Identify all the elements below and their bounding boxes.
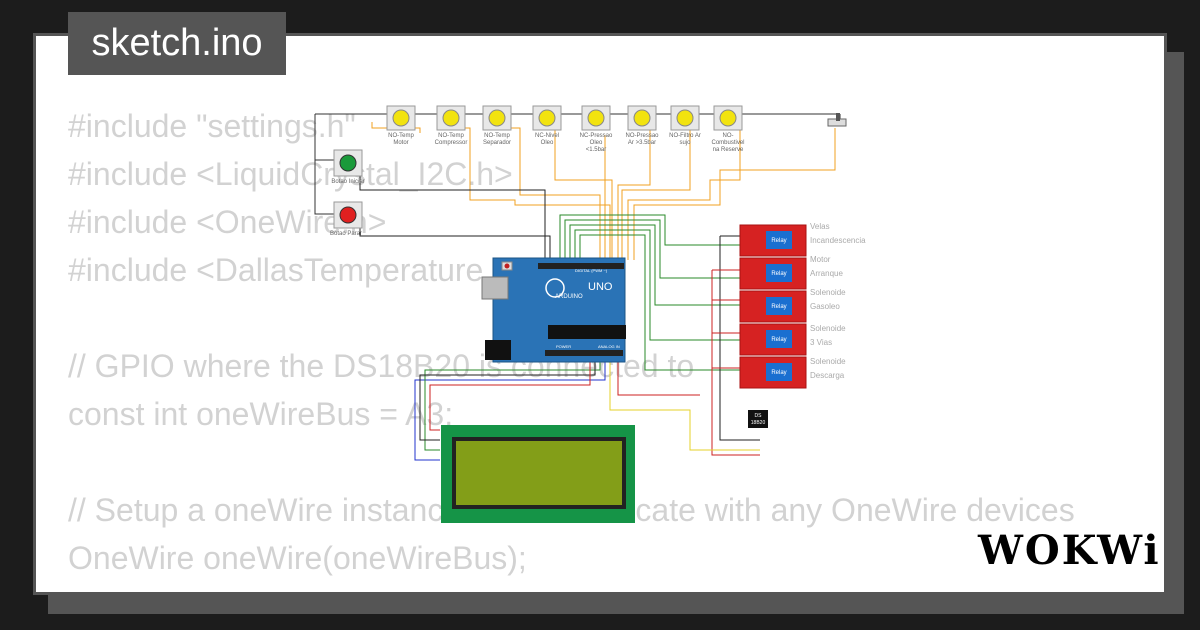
stop-button[interactable]: Botao Parar [330,201,363,237]
button-label: <1.5bar [586,147,607,153]
relay-velas[interactable]: Relay Velas Incandescencia [739,222,866,257]
relay-label: Incandescencia [810,236,866,245]
relay-label: Arranque [810,269,843,278]
button-no-pressao-ar[interactable]: NO-Pressao Ar >3.5bar [625,105,659,146]
arduino-uno-board[interactable]: DIGITAL (PWM ~) UNO ARDUINO POWER ANALOG… [481,257,626,363]
button-label: sujo [679,140,691,146]
arduino-brand-label: ARDUINO [555,294,583,300]
arduino-model-label: UNO [588,281,613,293]
button-label: Compressor [435,140,468,146]
relay-solenoide-descarga[interactable]: Relay Solenoide Descarga [739,356,846,389]
button-no-temp-separador[interactable]: NO-Temp Separador [482,105,512,146]
digital-pins-label: DIGITAL (PWM ~) [575,268,608,273]
code-line: OneWire oneWire(oneWireBus); [68,540,527,576]
sensor-label: 18B20 [751,420,766,426]
button-label: NO-Temp [438,133,464,139]
button-label: Separador [483,140,511,146]
start-button[interactable]: Botao Iniciar [331,149,365,185]
button-label: NO- [723,133,734,139]
ds18b20-sensor[interactable]: DS 18B20 [748,410,768,428]
analog-pins-label: ANALOG IN [598,344,620,349]
relay-label: Solenoide [810,357,846,366]
relay-solenoide-3-vias[interactable]: Relay Solenoide 3 Vias [739,323,846,356]
button-label: Ar >3.5bar [628,140,656,146]
relay-label: Gasoleo [810,302,840,311]
button-no-temp-motor[interactable]: NO-Temp Motor [386,105,416,146]
relay-label: 3 Vias [810,338,832,347]
code-line: const int oneWireBus = A3; [68,396,454,432]
relay-modules: Relay Velas Incandescencia Relay Motor A… [739,222,866,389]
relay-chip-label: Relay [771,370,786,376]
start-button-label: Botao Iniciar [331,179,364,185]
button-label: NO-Temp [388,133,414,139]
button-label: Oleo [590,140,603,146]
button-label: NO-Filtro Ar [669,133,701,139]
sensor-label: DS [755,413,763,419]
input-buttons: NO-Temp Motor NO-Temp Compressor NO-Temp… [386,105,745,153]
relay-motor-arranque[interactable]: Relay Motor Arranque [739,255,843,290]
button-label: NC-Nivel [535,133,559,139]
button-no-filtro-ar[interactable]: NO-Filtro Ar sujo [669,105,701,146]
button-label: NO-Temp [484,133,510,139]
relay-label: Descarga [810,371,845,380]
relay-label: Motor [810,255,831,264]
button-nc-pressao-oleo[interactable]: NC-Pressao Oleo <1.5bar [580,105,613,153]
button-label: NO-Pressao [625,133,659,139]
button-no-combustivel[interactable]: NO- Combustivel na Reserve [711,105,745,153]
relay-label: Solenoide [810,324,846,333]
button-label: na Reserve [713,147,744,153]
power-pins-label: POWER [556,344,571,349]
relay-chip-label: Relay [771,337,786,343]
lcd-display[interactable] [441,425,635,523]
button-label: Combustivel [711,140,744,146]
relay-label: Velas [810,222,830,231]
button-nc-nivel-oleo[interactable]: NC-Nivel Oleo [532,105,562,146]
relay-chip-label: Relay [771,271,786,277]
relay-chip-label: Relay [771,304,786,310]
relay-chip-label: Relay [771,238,786,244]
relay-label: Solenoide [810,288,846,297]
button-label: NC-Pressao [580,133,613,139]
button-no-temp-compressor[interactable]: NO-Temp Compressor [435,105,468,146]
code-line: #include <DallasTemperature.h> [68,252,529,288]
wokwi-logo: WOKWi [978,527,1161,574]
file-title: sketch.ino [68,12,286,75]
button-label: Oleo [541,140,554,146]
stop-button-label: Botao Parar [330,231,362,237]
relay-solenoide-gasoleo[interactable]: Relay Solenoide Gasoleo [739,288,846,323]
slide-switch[interactable] [827,113,847,127]
button-label: Motor [393,140,408,146]
